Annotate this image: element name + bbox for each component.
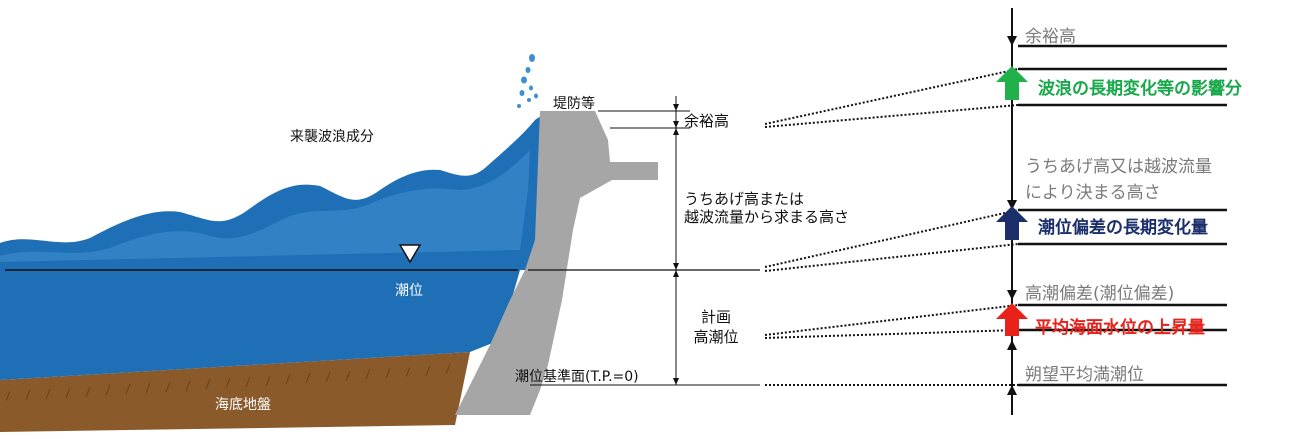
planned-label-line1: 計画 — [700, 308, 731, 326]
dotted-connectors — [764, 68, 1019, 386]
planned-label-line2: 高潮位 — [693, 328, 739, 346]
wave-highlight — [0, 150, 530, 262]
runup-label-line1: うちあげ高または — [684, 190, 805, 208]
datum-label: 潮位基準面(T.P.=0) — [515, 369, 639, 385]
seawall — [455, 111, 658, 415]
tide-deviation-change-label: 潮位偏差の長期変化量 — [1038, 218, 1208, 238]
incoming-wave-label: 来襲波浪成分 — [290, 129, 374, 145]
embankment-label: 堤防等 — [553, 96, 595, 112]
dimension-arrowheads — [673, 104, 679, 385]
right-level-lines — [1018, 44, 1227, 387]
right-freeboard-label: 余裕高 — [1025, 27, 1076, 47]
up-arrow-icon — [996, 66, 1028, 100]
runup-label-line2: 越波流量から求まる高さ — [684, 208, 850, 226]
right-runup-line2: により決まる高さ — [1025, 183, 1161, 203]
wave-change-label: 波浪の長期変化等の影響分 — [1038, 79, 1242, 99]
seabed-label: 海底地盤 — [215, 397, 271, 413]
dimension-lines — [598, 96, 690, 385]
storm-surge-label: 高潮偏差(潮位偏差) — [1025, 284, 1175, 304]
up-arrow-icon — [996, 206, 1028, 240]
splash-droplets — [517, 54, 538, 108]
freeboard-label: 余裕高 — [684, 112, 730, 130]
right-axis-arrowheads — [1007, 36, 1017, 395]
sea-level-rise-label: 平均海面水位の上昇量 — [1035, 318, 1205, 338]
seabed — [0, 352, 470, 432]
right-runup-line1: うちあげ高又は越波流量 — [1025, 157, 1212, 177]
tide-level-label: 潮位 — [395, 283, 423, 299]
up-arrow-icon — [996, 303, 1028, 336]
spring-tide-label: 朔望平均満潮位 — [1025, 365, 1144, 385]
sea — [0, 270, 520, 380]
seabed-hatch — [5, 363, 451, 402]
water-level-triangle-icon — [398, 244, 422, 264]
